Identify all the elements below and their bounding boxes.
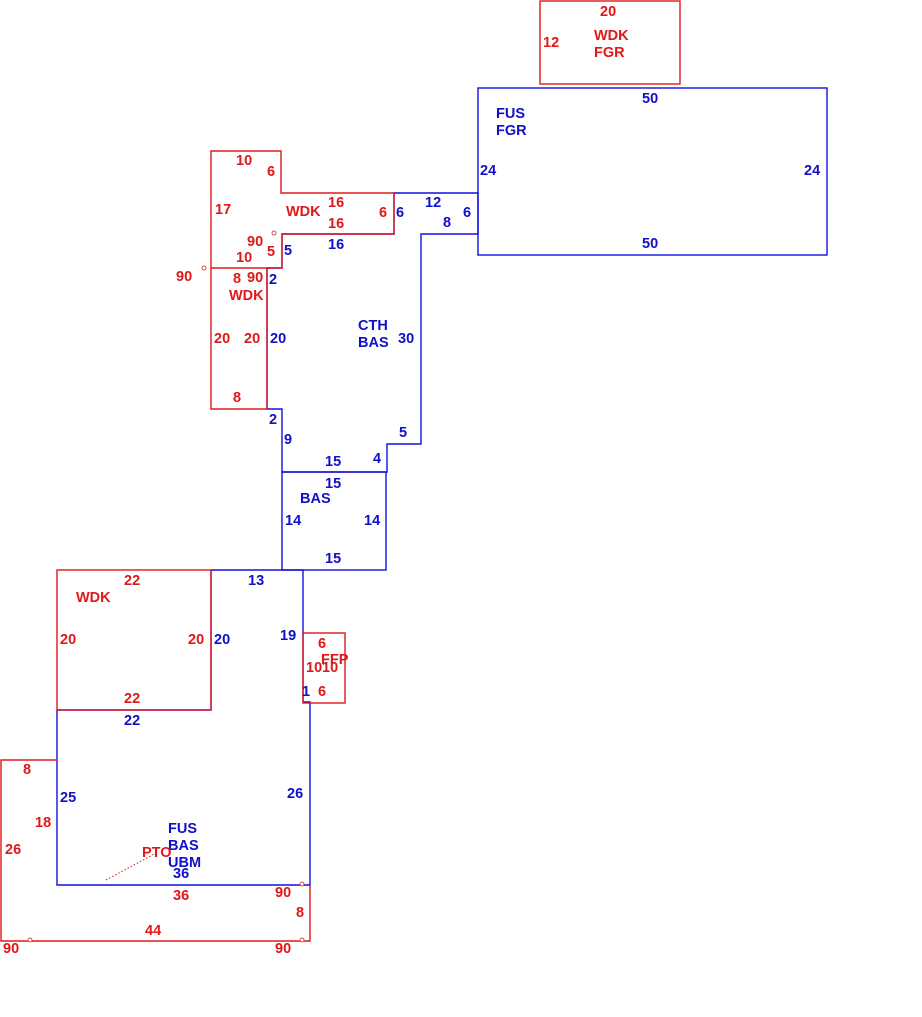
dimension-label: 50 xyxy=(642,236,658,252)
fus-fgr-outline xyxy=(477,87,828,256)
dimension-label: 9 xyxy=(284,432,292,448)
angle-marker xyxy=(299,881,305,887)
dimension-label: 90 xyxy=(275,941,291,957)
dimension-label: 2 xyxy=(269,412,277,428)
area-code: FFP xyxy=(321,652,349,668)
area-code: BAS xyxy=(168,838,199,854)
area-code: WDK xyxy=(594,28,629,44)
dimension-label: 5 xyxy=(267,244,275,260)
dimension-label: 90 xyxy=(275,885,291,901)
dimension-label: 5 xyxy=(399,425,407,441)
dimension-label: 2 xyxy=(269,272,277,288)
dimension-label: 8 xyxy=(23,762,31,778)
dimension-label: 16 xyxy=(328,237,344,253)
dimension-label: 22 xyxy=(124,713,140,729)
area-code: BAS xyxy=(358,335,389,351)
area-code: PTO xyxy=(142,845,172,861)
ffp-outline xyxy=(302,632,346,704)
area-code: FUS xyxy=(168,821,197,837)
dimension-label: 1 xyxy=(302,684,310,700)
dimension-label: 6 xyxy=(379,205,387,221)
area-code: WDK xyxy=(229,288,264,304)
dimension-label: 90 xyxy=(247,270,263,286)
dimension-label: 90 xyxy=(3,941,19,957)
area-code: UBM xyxy=(168,855,201,871)
dimension-label: 20 xyxy=(214,331,230,347)
dimension-label: 15 xyxy=(325,476,341,492)
dimension-label: 44 xyxy=(145,923,161,939)
dimension-label: 15 xyxy=(325,454,341,470)
dimension-label: 20 xyxy=(60,632,76,648)
dimension-label: 22 xyxy=(124,691,140,707)
dimension-label: 6 xyxy=(318,636,326,652)
dimension-label: 36 xyxy=(173,888,189,904)
dimension-label: 14 xyxy=(364,513,380,529)
dimension-label: 6 xyxy=(463,205,471,221)
area-code: WDK xyxy=(76,590,111,606)
dimension-label: 17 xyxy=(215,202,231,218)
angle-marker xyxy=(27,937,33,943)
area-code: WDK xyxy=(286,204,321,220)
dimension-label: 14 xyxy=(285,513,301,529)
dimension-label: 6 xyxy=(267,164,275,180)
dimension-label: 90 xyxy=(247,234,263,250)
dimension-label: 36 xyxy=(173,866,189,882)
dimension-label: 10 xyxy=(306,660,322,676)
area-code: FUS xyxy=(496,106,525,122)
dimension-label: 90 xyxy=(176,269,192,285)
dimension-label: 12 xyxy=(425,195,441,211)
wdk-lower-outline xyxy=(56,569,212,711)
dimension-label: 6 xyxy=(318,684,326,700)
area-code: CTH xyxy=(358,318,388,334)
angle-marker xyxy=(201,265,207,271)
pto-leader-line xyxy=(105,851,159,881)
dimension-label: 24 xyxy=(804,163,820,179)
angle-marker xyxy=(271,230,277,236)
bas-mid-outline xyxy=(281,471,387,571)
dimension-label: 50 xyxy=(642,91,658,107)
dimension-label: 30 xyxy=(398,331,414,347)
dimension-label: 22 xyxy=(124,573,140,589)
dimension-label: 20 xyxy=(600,4,616,20)
dimension-label: 12 xyxy=(543,35,559,51)
dimension-label: 8 xyxy=(443,215,451,231)
dimension-label: 19 xyxy=(280,628,296,644)
area-code: FGR xyxy=(496,123,527,139)
dimension-label: 18 xyxy=(35,815,51,831)
dimension-label: 26 xyxy=(287,786,303,802)
wdk-fgr-outline xyxy=(539,0,681,85)
wdk-upper-outline xyxy=(210,150,395,410)
dimension-label: 20 xyxy=(270,331,286,347)
pto-outline xyxy=(0,759,311,942)
dimension-label: 10 xyxy=(236,153,252,169)
dimension-label: 13 xyxy=(248,573,264,589)
area-code: BAS xyxy=(300,491,331,507)
angle-marker xyxy=(299,937,305,943)
dimension-label: 25 xyxy=(60,790,76,806)
dimension-label: 6 xyxy=(396,205,404,221)
dimension-label: 5 xyxy=(284,243,292,259)
dimension-label: 20 xyxy=(244,331,260,347)
dimension-label: 26 xyxy=(5,842,21,858)
dimension-label: 4 xyxy=(373,451,381,467)
dimension-label: 10 xyxy=(236,250,252,266)
dimension-label: 10 xyxy=(322,660,338,676)
area-code: FGR xyxy=(594,45,625,61)
dimension-label: 20 xyxy=(188,632,204,648)
dimension-label: 15 xyxy=(325,551,341,567)
dimension-label: 8 xyxy=(233,390,241,406)
dimension-label: 8 xyxy=(233,271,241,287)
dimension-label: 16 xyxy=(328,216,344,232)
dimension-label: 16 xyxy=(328,195,344,211)
dimension-label: 20 xyxy=(214,632,230,648)
dimension-label: 8 xyxy=(296,905,304,921)
dimension-label: 24 xyxy=(480,163,496,179)
